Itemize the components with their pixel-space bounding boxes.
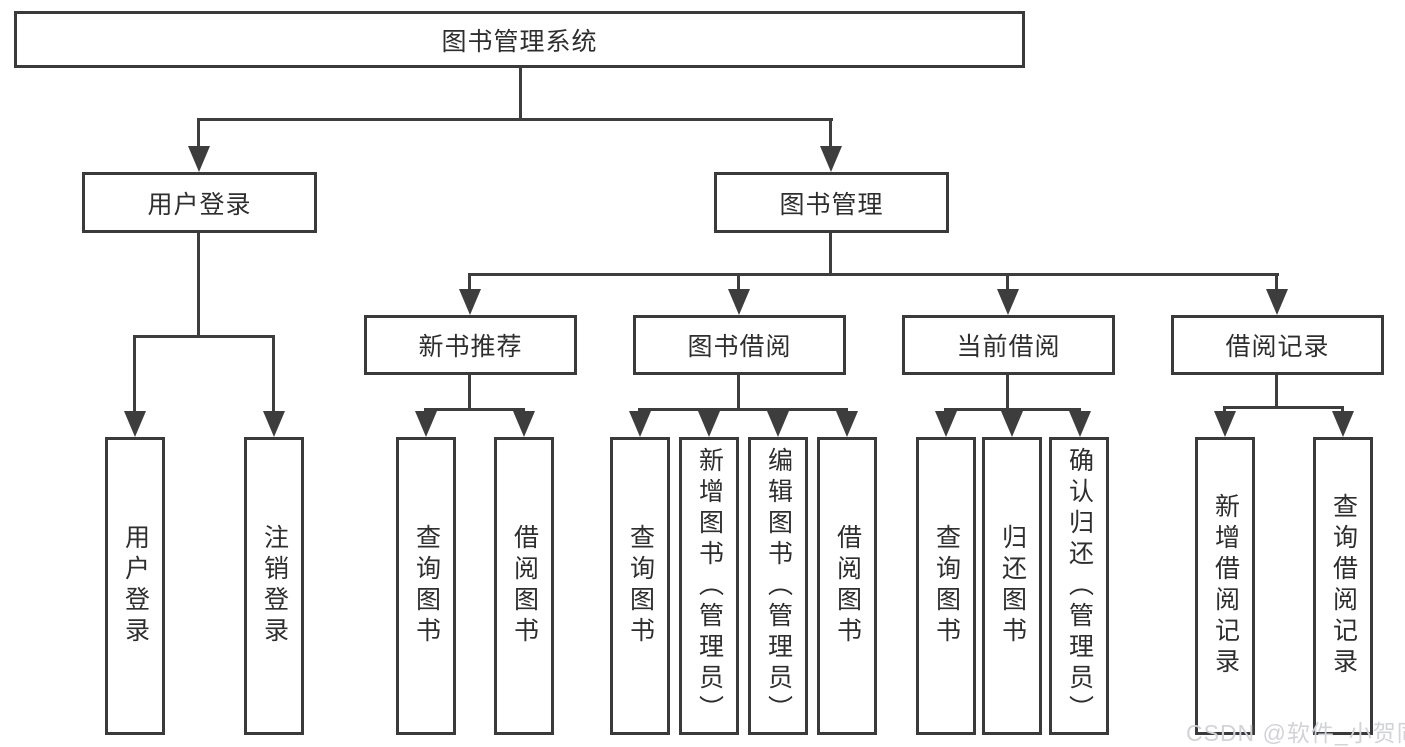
connector-line xyxy=(829,233,832,273)
leaf-query-books-borrowing-label: 查询图书 xyxy=(626,524,655,648)
connector-line xyxy=(468,273,1279,276)
connector-line xyxy=(1223,406,1226,414)
connector-line xyxy=(133,335,275,338)
connector-line xyxy=(468,375,471,408)
connector-line xyxy=(197,233,200,335)
connector-arrowhead xyxy=(935,411,957,437)
node-book-management-label: 图书管理 xyxy=(779,190,884,219)
leaf-logout-label: 注销登录 xyxy=(260,524,289,648)
leaf-add-borrow-record: 新增借阅记录 xyxy=(1195,437,1255,735)
connector-arrowhead xyxy=(820,146,842,172)
connector-line xyxy=(737,375,740,408)
connector-arrowhead xyxy=(1214,411,1236,437)
connector-line xyxy=(1341,406,1344,414)
leaf-add-books-admin-label: 新增图书（管理员） xyxy=(695,446,724,726)
connector-arrowhead xyxy=(767,411,789,437)
leaf-query-borrow-record: 查询借阅记录 xyxy=(1313,437,1373,735)
connector-arrowhead xyxy=(513,411,535,437)
node-current-borrowing: 当前借阅 xyxy=(902,315,1115,375)
connector-arrowhead xyxy=(1332,411,1354,437)
leaf-user-login-label: 用户登录 xyxy=(121,524,150,648)
connector-line xyxy=(1006,375,1009,408)
node-library-system-label: 图书管理系统 xyxy=(441,27,598,56)
node-borrowing-records-label: 借阅记录 xyxy=(1225,333,1330,361)
connector-line xyxy=(829,118,832,150)
connector-line xyxy=(468,273,471,289)
connector-arrowhead xyxy=(728,289,750,315)
watermark-text: CSDN @软件_小贺同学 xyxy=(1186,720,1405,746)
node-user-login: 用户登录 xyxy=(82,172,317,233)
connector-arrowhead xyxy=(459,289,481,315)
node-book-borrowing-label: 图书借阅 xyxy=(687,333,792,361)
connector-arrowhead xyxy=(836,411,858,437)
node-borrowing-records: 借阅记录 xyxy=(1171,315,1384,375)
connector-arrowhead xyxy=(698,411,720,437)
leaf-return-books-label: 归还图书 xyxy=(998,524,1027,648)
connector-line xyxy=(519,68,522,118)
node-current-borrowing-label: 当前借阅 xyxy=(956,333,1061,361)
connector-line xyxy=(1275,375,1278,406)
leaf-query-books-recommend: 查询图书 xyxy=(396,437,456,735)
connector-arrowhead xyxy=(997,289,1019,315)
leaf-query-books-current-label: 查询图书 xyxy=(932,524,961,648)
leaf-borrow-books-label: 借阅图书 xyxy=(833,524,862,648)
node-book-management: 图书管理 xyxy=(714,172,949,233)
leaf-logout: 注销登录 xyxy=(244,437,304,735)
leaf-add-borrow-record-label: 新增借阅记录 xyxy=(1211,493,1240,679)
connector-line xyxy=(424,408,525,411)
node-library-system: 图书管理系统 xyxy=(14,11,1025,68)
leaf-confirm-return-admin: 确认归还（管理员） xyxy=(1049,437,1109,735)
connector-arrowhead xyxy=(1001,411,1023,437)
leaf-return-books: 归还图书 xyxy=(982,437,1042,735)
leaf-user-login: 用户登录 xyxy=(105,437,165,735)
leaf-borrow-books-recommend: 借阅图书 xyxy=(494,437,554,735)
connector-line xyxy=(737,273,740,289)
connector-line xyxy=(1006,273,1009,289)
connector-arrowhead xyxy=(124,411,146,437)
leaf-edit-books-admin: 编辑图书（管理员） xyxy=(748,437,808,735)
leaf-query-books-current: 查询图书 xyxy=(916,437,976,735)
connector-line xyxy=(1223,406,1344,409)
leaf-confirm-return-admin-label: 确认归还（管理员） xyxy=(1065,446,1094,726)
leaf-borrow-books: 借阅图书 xyxy=(817,437,877,735)
connector-arrowhead xyxy=(415,411,437,437)
connector-line xyxy=(272,335,275,413)
node-new-book-recommend-label: 新书推荐 xyxy=(418,333,523,361)
connector-arrowhead xyxy=(263,411,285,437)
node-book-borrowing: 图书借阅 xyxy=(633,315,846,375)
leaf-query-borrow-record-label: 查询借阅记录 xyxy=(1329,493,1358,679)
connector-arrowhead xyxy=(188,146,210,172)
connector-arrowhead xyxy=(1069,411,1091,437)
connector-arrowhead xyxy=(1266,289,1288,315)
leaf-add-books-admin: 新增图书（管理员） xyxy=(679,437,739,735)
connector-line xyxy=(197,118,200,150)
node-new-book-recommend: 新书推荐 xyxy=(364,315,577,375)
leaf-edit-books-admin-label: 编辑图书（管理员） xyxy=(764,446,793,726)
node-user-login-label: 用户登录 xyxy=(147,190,252,219)
connector-line xyxy=(133,335,136,413)
connector-arrowhead xyxy=(629,411,651,437)
connector-line xyxy=(197,118,833,121)
connector-line xyxy=(638,408,848,411)
leaf-borrow-books-recommend-label: 借阅图书 xyxy=(510,524,539,648)
leaf-query-books-borrowing: 查询图书 xyxy=(610,437,670,735)
connector-line xyxy=(1275,273,1278,289)
leaf-query-books-recommend-label: 查询图书 xyxy=(412,524,441,648)
